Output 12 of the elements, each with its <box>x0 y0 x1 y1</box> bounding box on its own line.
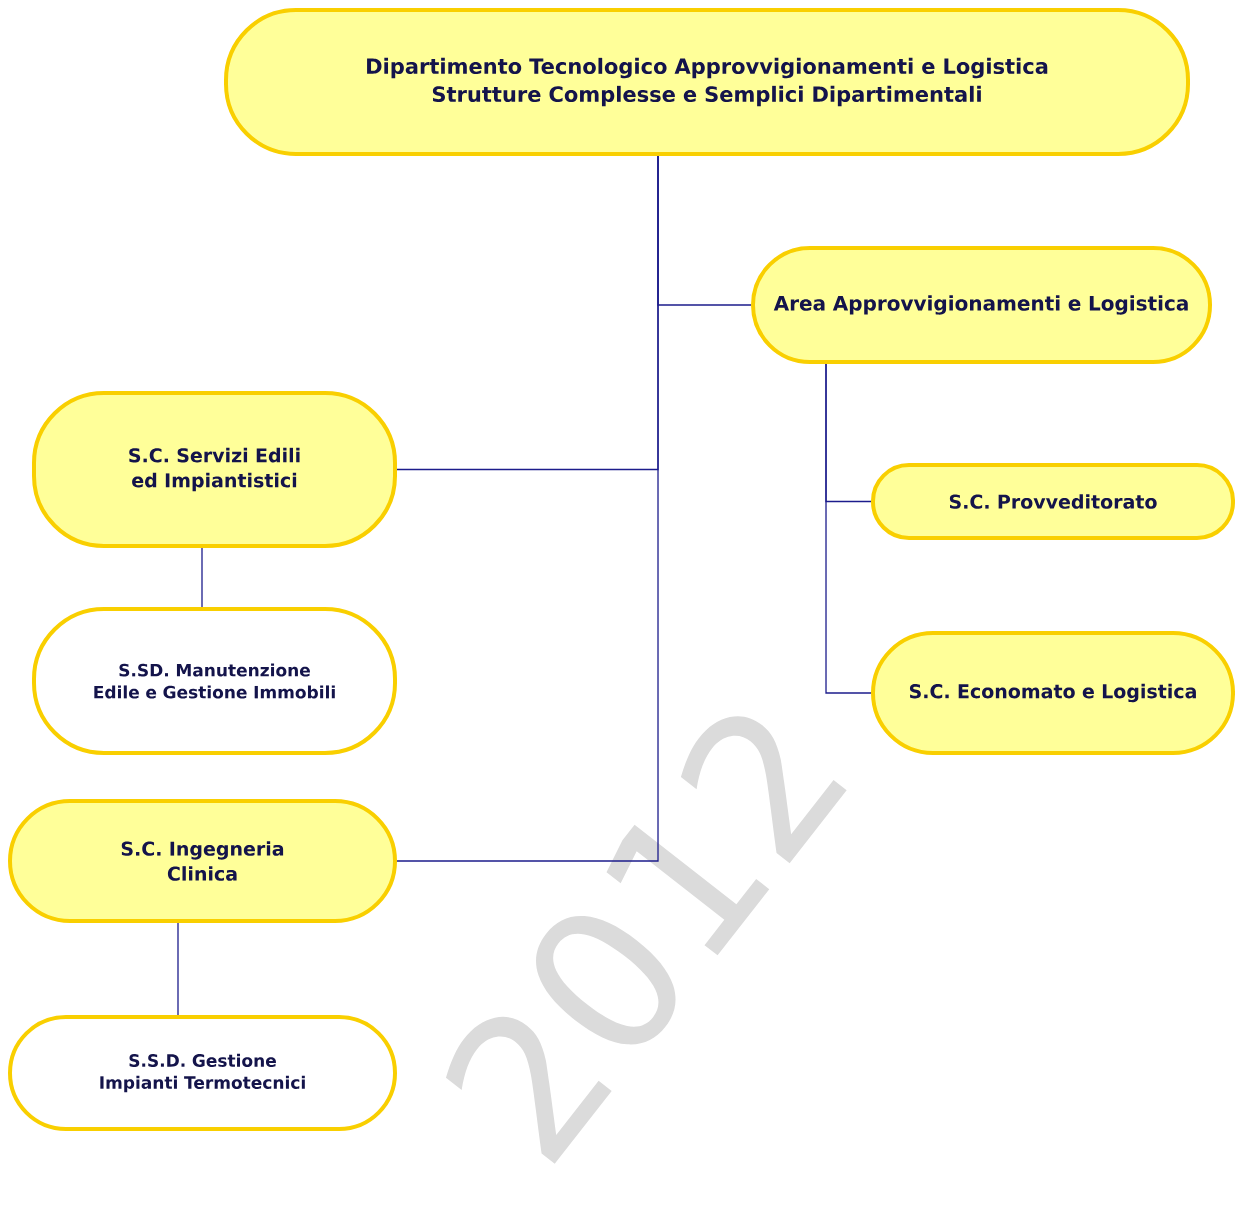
unit-box: Area Approvvigionamenti e Logistica <box>751 246 1212 364</box>
unit-box: S.C. Economato e Logistica <box>871 631 1235 755</box>
unit-box: S.C. Provveditorato <box>871 463 1235 540</box>
unit-box: S.C. Servizi Edili ed Impiantistici <box>32 391 397 548</box>
connector-line <box>177 922 179 1016</box>
connector-line <box>825 363 872 694</box>
unit-box: Dipartimento Tecnologico Approvvigionamenti e Logistica Strutture Complesse e Semplici Dipartimentali <box>224 8 1190 156</box>
unit-box: S.C. Ingegneria Clinica <box>8 799 397 923</box>
unit-box: S.SD. Manutenzione Edile e Gestione Immobili <box>32 607 397 755</box>
unit-box: S.S.D. Gestione Impianti Termotecnici <box>8 1015 397 1131</box>
connector-line <box>396 155 659 862</box>
connector-line <box>201 547 203 608</box>
